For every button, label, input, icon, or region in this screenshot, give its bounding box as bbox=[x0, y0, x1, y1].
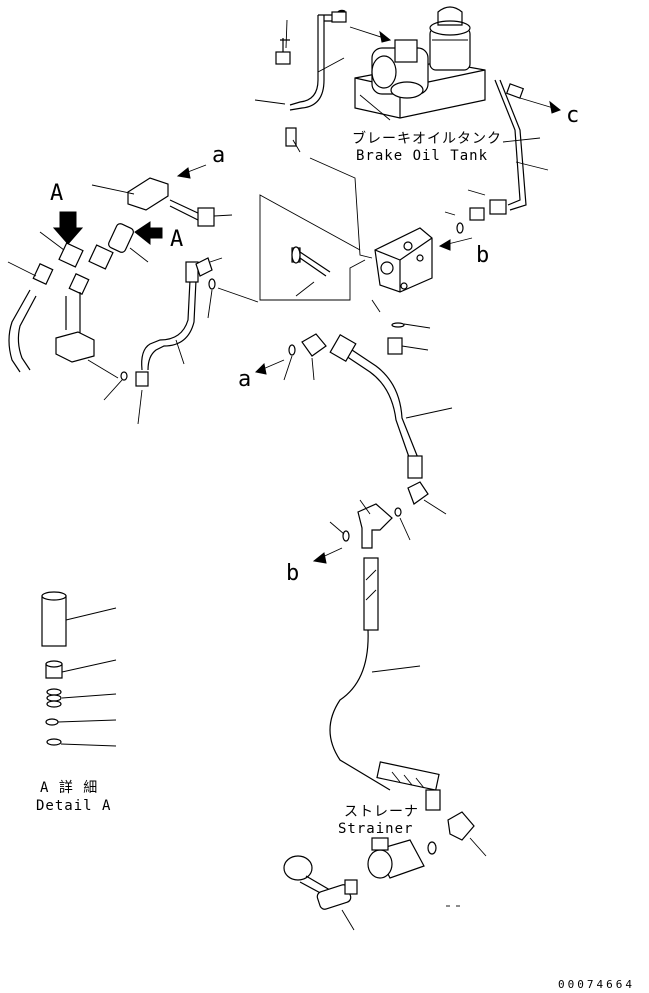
letter-b-valve: b bbox=[476, 243, 489, 268]
brake-oil-tank bbox=[354, 6, 486, 121]
letter-A-top: A bbox=[50, 181, 63, 206]
letter-A-side: A bbox=[170, 227, 183, 252]
detail-a bbox=[41, 591, 117, 747]
drawing-number: 00074664 bbox=[558, 978, 635, 991]
brake-oil-tank-label-en: Brake Oil Tank bbox=[356, 148, 488, 164]
letter-b-mid: b bbox=[286, 561, 299, 586]
letter-a-mid: a bbox=[238, 367, 251, 392]
brake-oil-tank-label-jp: ブレーキオイルタンク bbox=[352, 130, 502, 147]
letter-a-top: a bbox=[212, 143, 225, 168]
detail-a-label-jp: A 詳 細 bbox=[40, 780, 98, 796]
tee-fitting: b bbox=[286, 499, 393, 586]
strainer-label-jp: ストレーナ bbox=[344, 804, 419, 820]
long-hose bbox=[329, 557, 441, 811]
left-assembly: A A a bbox=[7, 143, 233, 425]
valve-block bbox=[374, 227, 433, 293]
letter-c-right: c bbox=[566, 103, 579, 128]
middle-hose: a bbox=[238, 333, 453, 541]
strainer-assembly bbox=[283, 811, 487, 931]
detail-a-label-en: Detail A bbox=[36, 798, 111, 814]
strainer-label-en: Strainer bbox=[338, 821, 413, 837]
connection-c-right: c bbox=[519, 97, 579, 128]
